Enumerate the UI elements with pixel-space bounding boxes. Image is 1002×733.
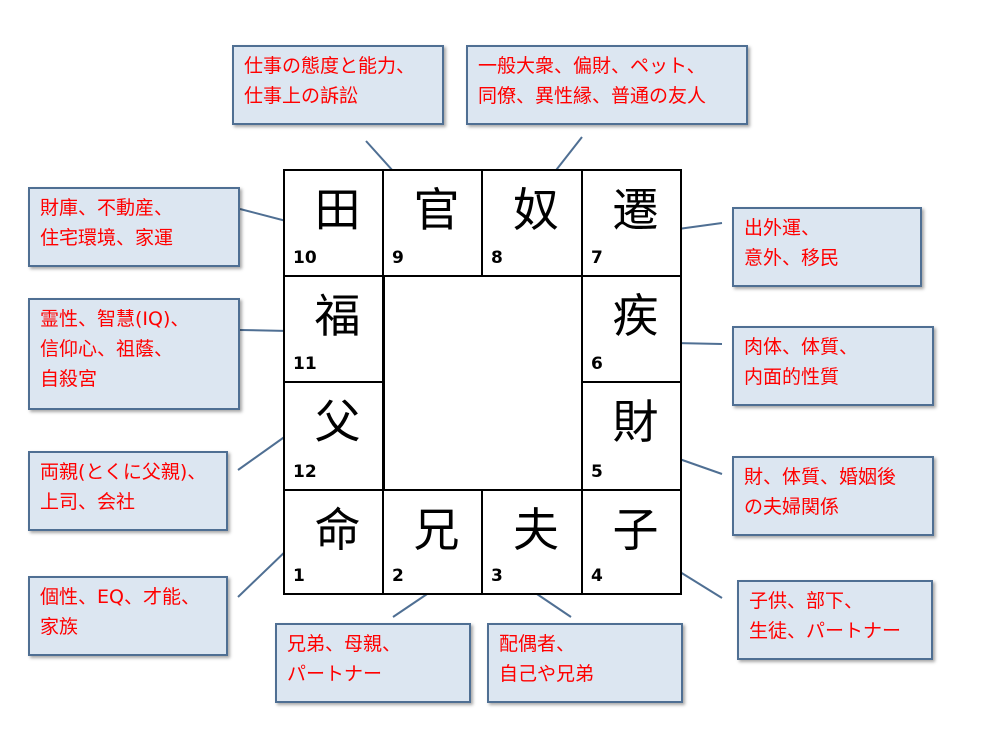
desc-line: 財、体質、婚姻後 bbox=[744, 466, 897, 488]
desc-box-ming: 個性、EQ、才能、 家族 bbox=[28, 576, 228, 656]
connector-ji bbox=[673, 342, 723, 345]
palace-char: 子 bbox=[612, 503, 659, 557]
palace-number: 6 bbox=[591, 354, 603, 374]
desc-line: の夫婦関係 bbox=[744, 496, 840, 518]
desc-box-tian: 財庫、不動産、 住宅環境、家運 bbox=[28, 187, 240, 267]
palace-cell-xiong: 兄 2 bbox=[382, 489, 483, 595]
palace-number: 11 bbox=[293, 354, 317, 374]
palace-char: 福 bbox=[314, 289, 361, 343]
desc-box-qian: 出外運、 意外、移民 bbox=[732, 207, 922, 287]
palace-number: 10 bbox=[293, 248, 317, 268]
palace-number: 8 bbox=[491, 248, 503, 268]
desc-line: 配偶者、 bbox=[499, 633, 576, 655]
desc-line: 内面的性質 bbox=[744, 366, 840, 388]
desc-line: 肉体、体質、 bbox=[744, 336, 859, 358]
desc-box-fuku: 霊性、智慧(IQ)、 信仰心、祖蔭、 自殺宮 bbox=[28, 298, 240, 410]
palace-cell-qian: 遷 7 bbox=[581, 169, 682, 277]
desc-line: 意外、移民 bbox=[744, 247, 840, 269]
palace-number: 2 bbox=[392, 566, 404, 586]
desc-box-nu: 一般大衆、偏財、ペット、 同僚、異性縁、普通の友人 bbox=[466, 45, 748, 125]
palace-cell-zi: 子 4 bbox=[581, 489, 682, 595]
palace-cell-tian: 田 10 bbox=[283, 169, 384, 277]
palace-number: 5 bbox=[591, 462, 603, 482]
palace-number: 9 bbox=[392, 248, 404, 268]
desc-line: 信仰心、祖蔭、 bbox=[40, 338, 174, 360]
palace-cell-fuku: 福 11 bbox=[283, 275, 384, 383]
desc-line: 自殺宮 bbox=[40, 368, 98, 390]
desc-line: 一般大衆、偏財、ペット、 bbox=[478, 55, 706, 77]
desc-box-cai: 財、体質、婚姻後 の夫婦関係 bbox=[732, 456, 934, 536]
connector-chichi bbox=[237, 432, 291, 471]
desc-line: 出外運、 bbox=[744, 217, 821, 239]
palace-char: 疾 bbox=[612, 289, 659, 343]
palace-char: 財 bbox=[612, 395, 659, 449]
palace-char: 兄 bbox=[413, 503, 460, 557]
palace-cell-nu: 奴 8 bbox=[481, 169, 583, 277]
desc-box-chichi: 両親(とくに父親)、 上司、会社 bbox=[28, 451, 228, 531]
palace-char: 遷 bbox=[612, 183, 659, 237]
desc-line: 財庫、不動産、 bbox=[40, 197, 174, 219]
desc-line: 兄弟、母親、 bbox=[287, 633, 402, 655]
desc-line: 霊性、智慧(IQ)、 bbox=[40, 308, 190, 330]
desc-line: 仕事の態度と能力、 bbox=[244, 55, 416, 77]
desc-box-xiong: 兄弟、母親、 パートナー bbox=[275, 623, 471, 703]
palace-cell-cai: 財 5 bbox=[581, 381, 682, 491]
desc-line: 生徒、パートナー bbox=[749, 620, 902, 642]
desc-line: 上司、会社 bbox=[40, 491, 136, 513]
palace-number: 12 bbox=[293, 462, 317, 482]
palace-number: 4 bbox=[591, 566, 603, 586]
palace-number: 7 bbox=[591, 248, 603, 268]
palace-char: 夫 bbox=[513, 503, 559, 557]
desc-box-fu: 配偶者、 自己や兄弟 bbox=[487, 623, 683, 703]
palace-number: 3 bbox=[491, 566, 503, 586]
desc-line: 両親(とくに父親)、 bbox=[40, 461, 207, 483]
palace-char: 命 bbox=[314, 503, 361, 557]
desc-line: 仕事上の訴訟 bbox=[244, 85, 359, 107]
connector-ming bbox=[237, 546, 291, 598]
palace-cell-ji: 疾 6 bbox=[581, 275, 682, 383]
desc-line: 個性、EQ、才能、 bbox=[40, 586, 200, 608]
palace-char: 田 bbox=[314, 183, 361, 237]
desc-line: 住宅環境、家運 bbox=[40, 227, 174, 249]
desc-line: パートナー bbox=[287, 663, 383, 685]
connector-tian bbox=[239, 208, 291, 223]
palace-char: 父 bbox=[314, 395, 361, 449]
connector-fuku bbox=[239, 329, 290, 332]
desc-box-guan: 仕事の態度と能力、 仕事上の訴訟 bbox=[232, 45, 444, 125]
desc-box-ji: 肉体、体質、 内面的性質 bbox=[732, 326, 934, 406]
desc-line: 子供、部下、 bbox=[749, 590, 864, 612]
palace-char: 官 bbox=[413, 183, 460, 237]
desc-box-zi: 子供、部下、 生徒、パートナー bbox=[737, 580, 933, 660]
palace-cell-guan: 官 9 bbox=[382, 169, 483, 277]
desc-line: 家族 bbox=[40, 616, 79, 638]
palace-number: 1 bbox=[293, 566, 305, 586]
center-area bbox=[383, 275, 583, 491]
desc-line: 同僚、異性縁、普通の友人 bbox=[478, 85, 707, 107]
palace-char: 奴 bbox=[513, 183, 559, 237]
palace-cell-chichi: 父 12 bbox=[283, 381, 384, 491]
palace-cell-ming: 命 1 bbox=[283, 489, 384, 595]
desc-line: 自己や兄弟 bbox=[499, 663, 595, 685]
palace-cell-fu: 夫 3 bbox=[481, 489, 583, 595]
